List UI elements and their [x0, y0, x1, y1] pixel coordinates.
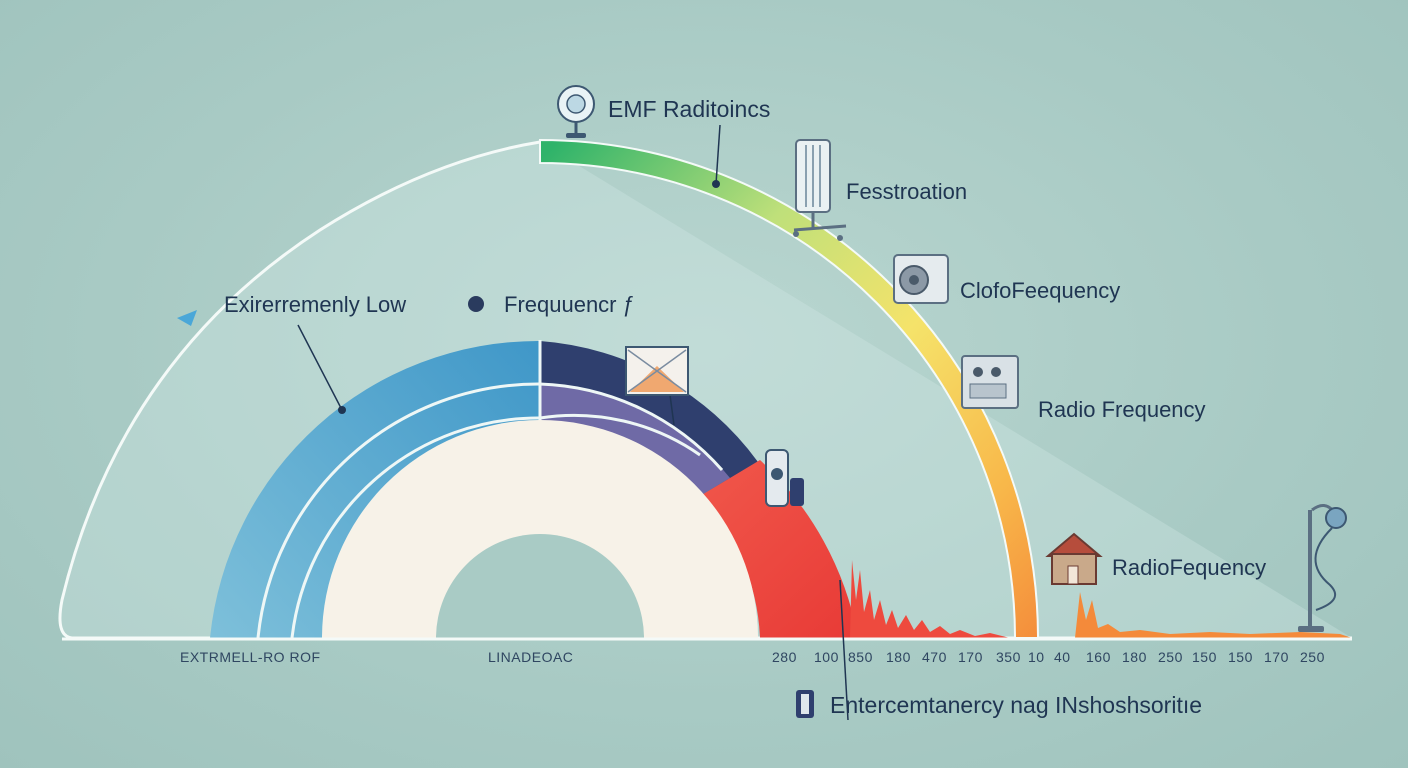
emf-title: EMF Raditoincs	[608, 96, 771, 122]
sun-icon	[557, 85, 595, 138]
axis-center-label: LINADEOAC	[488, 649, 574, 665]
axis-tick-label: 180	[1122, 649, 1147, 665]
axis-tick-label: 10	[1028, 649, 1045, 665]
purple-divider	[539, 382, 724, 471]
elf-band-divider-2	[290, 416, 541, 639]
axis-tick-label: 150	[1228, 649, 1253, 665]
inner-area	[322, 420, 758, 638]
phone-icon	[765, 449, 804, 507]
axis-tick-label: 150	[1192, 649, 1217, 665]
axis-tick-label: 170	[1264, 649, 1289, 665]
noise-spikes	[850, 560, 1010, 638]
frequency-label: Frequuencr ƒ	[504, 292, 635, 317]
ciolo-label: ClofoFeequency	[960, 278, 1121, 303]
axis-tick-label: 250	[1300, 649, 1325, 665]
extremely-low-label: Exirerremenly Low	[224, 292, 407, 317]
axis-tick-label: 280	[772, 649, 797, 665]
elf-band-divider-1	[256, 382, 541, 639]
axis-tick-label: 250	[1158, 649, 1183, 665]
red-band	[700, 460, 858, 638]
callout-line-bottom	[839, 579, 849, 721]
axis-left-label: EXTRMELL-RO ROF	[180, 649, 321, 665]
callout-line-emf	[715, 124, 721, 185]
lamp-icon	[1298, 504, 1347, 632]
heater-icon	[793, 139, 847, 241]
envelope-arrow-icon	[177, 310, 197, 326]
callout-line-elf	[297, 324, 343, 411]
axis-tick-label: 100	[814, 649, 839, 665]
house-icon	[1045, 532, 1103, 585]
axis-tick-label: 170	[958, 649, 983, 665]
purple-band	[540, 384, 730, 496]
axis-tick-label: 180	[886, 649, 911, 665]
axis-tick-row: 280 100 850 180 470 170 350 10 40 160 180 250 150 150…	[772, 649, 1332, 669]
speaker-icon	[893, 254, 949, 304]
axis-tick-label: 850	[848, 649, 873, 665]
fesstroation-label: Fesstroation	[846, 179, 968, 204]
axis-tick-label: 470	[922, 649, 947, 665]
radio-icon	[961, 355, 1019, 409]
legend-dot	[468, 296, 484, 312]
axis-tick-label: 40	[1054, 649, 1071, 665]
router-icon	[625, 346, 689, 396]
elf-band	[210, 340, 540, 638]
radio-frequency-label: Radio Frequency	[1038, 397, 1206, 422]
tower-icon	[796, 690, 814, 718]
noise-spikes-orange	[1075, 592, 1352, 638]
axis-tick-label: 160	[1086, 649, 1111, 665]
bottom-callout-label: Entercemtanercy nag INshoshsoritıe	[830, 692, 1203, 718]
radio-frequency-label-2: RadioFequency	[1112, 555, 1267, 580]
inner-hole	[436, 534, 644, 638]
axis-tick-label: 350	[996, 649, 1021, 665]
